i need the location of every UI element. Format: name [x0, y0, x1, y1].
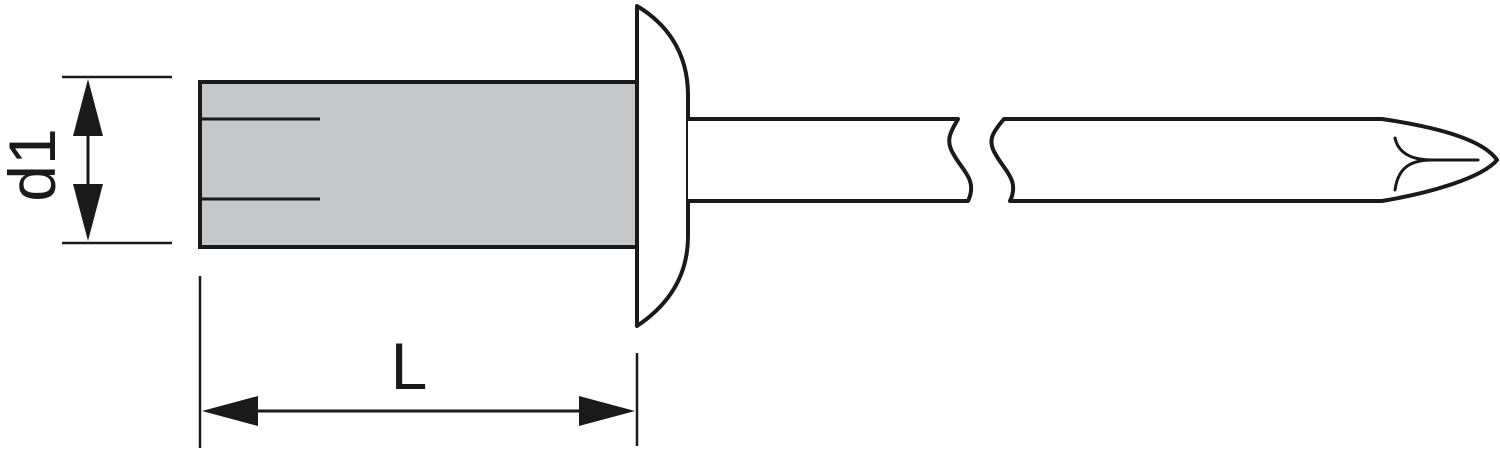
- mandrel-shaft-left: [688, 117, 974, 203]
- rivet-head: [635, 4, 690, 328]
- d1-arrowhead-top: [73, 79, 103, 136]
- rivet-body: [198, 80, 639, 249]
- mandrel-tip-detail: [1393, 136, 1480, 192]
- d1-label: d1: [0, 128, 69, 201]
- length-label: L: [391, 329, 428, 403]
- length-arrowhead-right: [579, 396, 635, 426]
- length-arrowhead-left: [202, 396, 258, 426]
- d1-arrowhead-bottom: [73, 184, 103, 241]
- mandrel-shaft-right: [989, 117, 1499, 203]
